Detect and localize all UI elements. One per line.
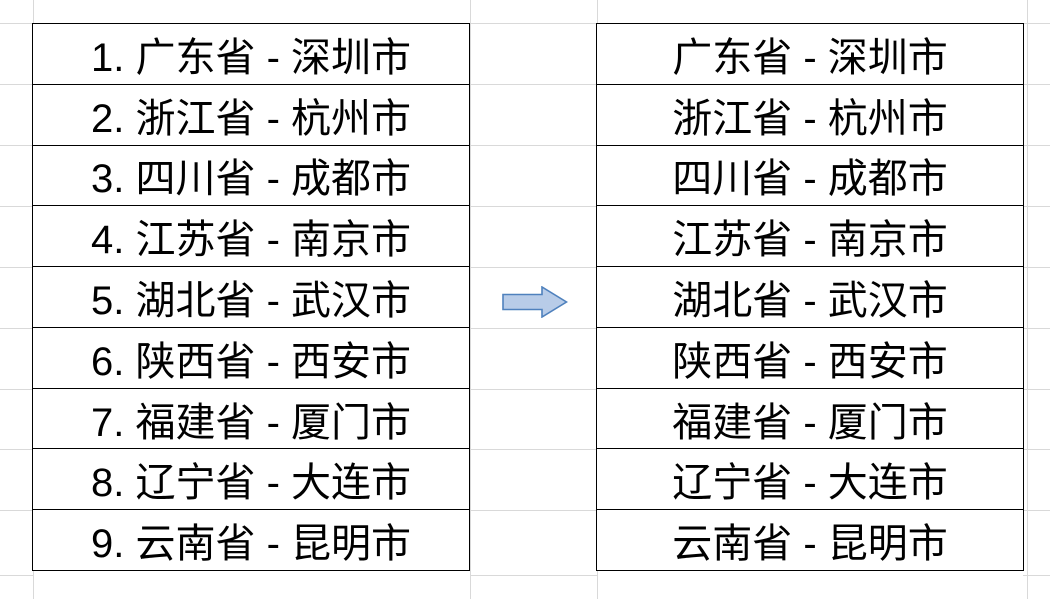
table-row[interactable]: 9. 云南省 - 昆明市	[90, 522, 412, 567]
table-row[interactable]: 1. 广东省 - 深圳市	[33, 24, 469, 85]
table-row[interactable]: 5. 湖北省 - 武汉市	[33, 267, 469, 328]
table-row[interactable]: 浙江省 - 杭州市	[597, 85, 1023, 146]
gridline	[1027, 0, 1028, 599]
gridline	[470, 0, 471, 599]
table-row[interactable]: 4. 江苏省 - 南京市	[33, 206, 469, 268]
gridline	[0, 145, 1050, 146]
table-row[interactable]: 广东省 - 深圳市	[597, 24, 1023, 85]
table-row[interactable]: 2. 浙江省 - 杭州市	[33, 85, 469, 146]
table-row[interactable]: 江苏省 - 南京市	[597, 206, 1023, 268]
table-row[interactable]: 陕西省 - 西安市	[597, 328, 1023, 389]
gridline	[0, 23, 1050, 24]
gridline	[0, 510, 1050, 511]
table-row[interactable]: 湖北省 - 武汉市	[597, 267, 1023, 328]
source-table: 1. 广东省 - 深圳市 2. 浙江省 - 杭州市 3. 四川省 - 成都市 4…	[32, 23, 470, 571]
gridline	[0, 449, 1050, 450]
gridline	[0, 206, 1050, 207]
table-row[interactable]: 6. 陕西省 - 西安市	[33, 328, 469, 389]
gridline	[0, 328, 1050, 329]
gridline	[0, 389, 1050, 390]
right-arrow-icon[interactable]	[502, 286, 568, 318]
gridline	[470, 575, 597, 576]
table-row[interactable]: 福建省 - 厦门市	[597, 389, 1023, 450]
gridline	[0, 267, 1050, 268]
table-row[interactable]: 3. 四川省 - 成都市	[33, 146, 469, 207]
table-row[interactable]: 四川省 - 成都市	[597, 146, 1023, 207]
table-row[interactable]: 7. 福建省 - 厦门市	[33, 389, 469, 450]
result-table: 广东省 - 深圳市 浙江省 - 杭州市 四川省 - 成都市 江苏省 - 南京市 …	[596, 23, 1024, 571]
gridline	[0, 84, 1050, 85]
table-row[interactable]: 云南省 - 昆明市	[672, 522, 948, 567]
table-row[interactable]: 辽宁省 - 大连市	[597, 449, 1023, 511]
right-arrow-polygon	[502, 286, 568, 318]
table-row[interactable]: 8. 辽宁省 - 大连市	[33, 449, 469, 511]
gridline	[0, 575, 33, 576]
gridline	[1023, 575, 1050, 576]
